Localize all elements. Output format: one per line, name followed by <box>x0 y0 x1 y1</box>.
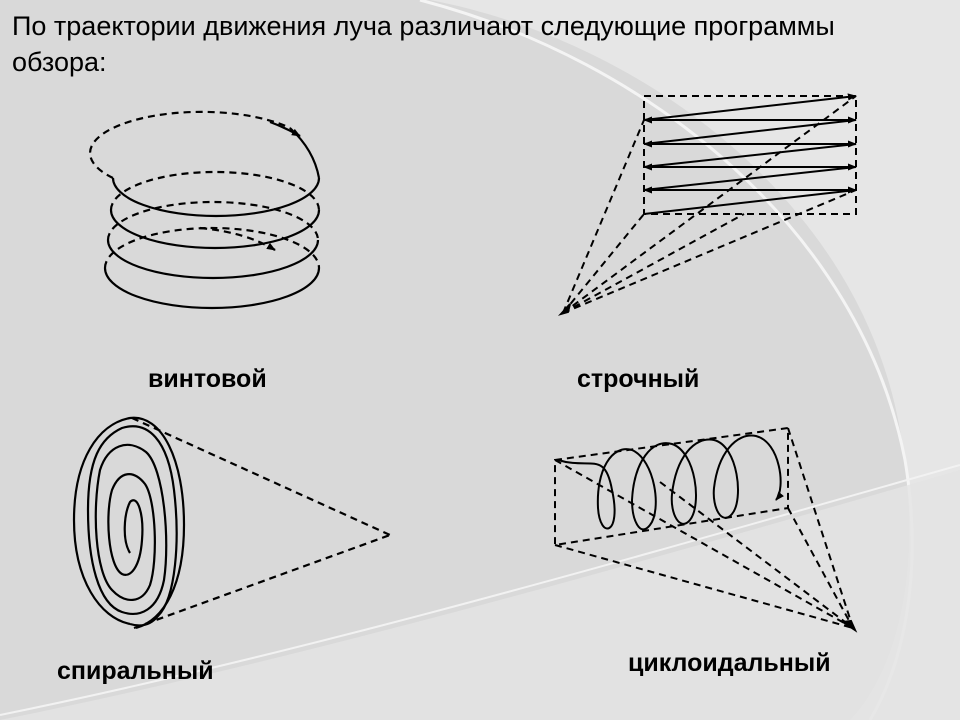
helix-coil-4-front <box>103 267 321 310</box>
cycloidal-scan-diagram <box>554 426 858 633</box>
raster-scan-diagram <box>557 93 857 316</box>
raster-source-point <box>557 303 571 316</box>
helical-scan-diagram <box>88 110 321 310</box>
raster-line-5 <box>643 143 857 168</box>
background-light-arc <box>430 0 960 720</box>
raster-frame <box>643 95 857 215</box>
helix-coil-3-front <box>106 239 320 280</box>
helix-coil-4-back <box>103 226 321 269</box>
slide-title: По траектории движения луча различают сл… <box>12 11 835 77</box>
raster-line-7 <box>643 166 857 191</box>
helix-coil-1-front <box>111 177 321 218</box>
raster-line-9 <box>643 189 857 215</box>
helix-inner-arrow <box>199 226 276 251</box>
cycloid-source-point <box>840 619 858 633</box>
helix-coil-1-end <box>289 127 321 179</box>
caption-raster: строчный <box>577 365 700 393</box>
cycloid-beam-lines <box>554 427 854 629</box>
caption-spiral: спиральный <box>57 657 214 685</box>
spiral-outer-ring <box>72 416 186 630</box>
helix-coil-2-front <box>109 209 321 250</box>
background-lower-arc <box>0 470 960 720</box>
cycloid-frame <box>554 426 789 547</box>
helix-coil-1-back <box>88 110 291 179</box>
caption-helical: винтовой <box>148 365 267 393</box>
spiral-curve <box>86 425 178 627</box>
cycloid-curve <box>557 434 784 531</box>
raster-line-3 <box>643 119 857 145</box>
caption-cycloidal: циклоидальный <box>628 649 831 677</box>
spiral-scan-diagram <box>72 416 391 630</box>
spiral-beam-top <box>131 416 391 537</box>
helix-coil-3-back <box>106 200 320 241</box>
raster-line-1 <box>643 93 857 121</box>
raster-beam-lines <box>562 95 857 314</box>
spiral-beam-bottom <box>133 533 391 630</box>
background-lower-line <box>0 464 960 716</box>
